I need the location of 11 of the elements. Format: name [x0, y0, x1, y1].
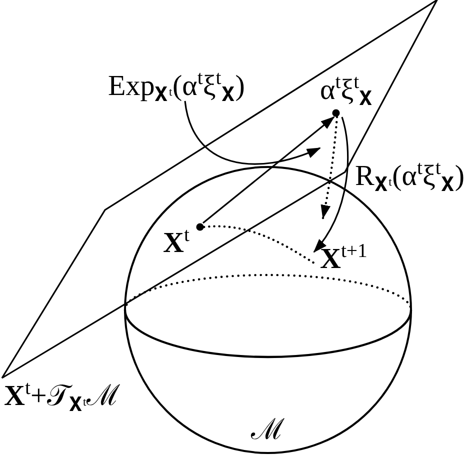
- point-label: X$^{t+1}$: [320, 245, 368, 274]
- point-label: X$^{t}$: [163, 229, 190, 258]
- edge-label: R$_{𝐗ᵗ}$(α$^{t}$ξ$^{t}$$_{𝐗}$): [355, 162, 465, 191]
- dotted-arrow: [320, 116, 338, 220]
- formula-label: Exp$_{𝐗ᵗ}$(α$^{t}$ξ$^{t}$$_{𝐗}$): [108, 72, 245, 101]
- manifold-label: ℳ: [251, 416, 285, 445]
- leader-arrow: [184, 100, 321, 165]
- arrow: [202, 116, 335, 224]
- plane-label: X$^{t}$+𝒯$_{𝐗ᵗ}$ℳ: [4, 382, 121, 411]
- curved-arrow: [313, 116, 349, 253]
- dotted-curve: [202, 225, 316, 264]
